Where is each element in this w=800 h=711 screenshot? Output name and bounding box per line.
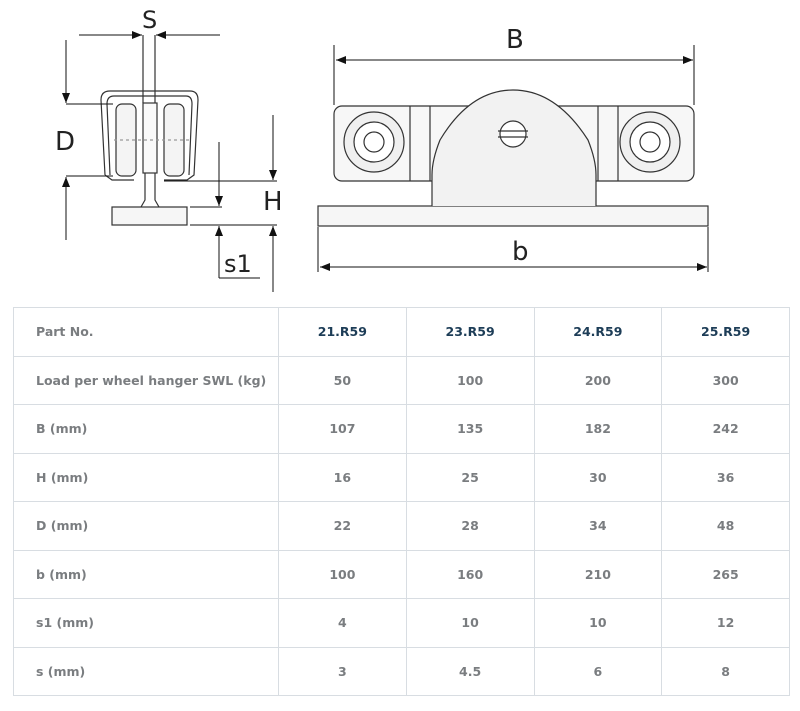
cell-value: 22: [278, 501, 407, 551]
cell-value: 50: [278, 355, 407, 405]
row-label: Part No.: [13, 307, 279, 357]
dim-label-b: b: [512, 237, 529, 267]
cell-value: 48: [661, 501, 790, 551]
cell-value: 135: [405, 404, 535, 454]
cell-value: 100: [278, 549, 407, 599]
cell-value: 30: [533, 452, 663, 502]
cell-value: 16: [278, 452, 407, 502]
dim-label-s: S: [142, 6, 157, 34]
cell-value: 25: [405, 452, 535, 502]
dim-label-B: B: [506, 25, 524, 55]
cell-value: 4: [278, 598, 407, 648]
specs-table: Part No. 21.R59 23.R59 24.R59 25.R59 Loa…: [13, 307, 790, 696]
cell-value: 8: [661, 646, 790, 696]
cell-value: 265: [661, 549, 790, 599]
cell-value: 10: [533, 598, 663, 648]
dim-label-H: H: [263, 187, 283, 217]
cell-value: 3: [278, 646, 407, 696]
part-number: 25.R59: [661, 307, 790, 357]
cell-value: 28: [405, 501, 535, 551]
part-number: 23.R59: [405, 307, 535, 357]
technical-drawing: S D H s1 B b: [55, 6, 709, 292]
cell-value: 36: [661, 452, 790, 502]
dimension-lines: [62, 31, 277, 292]
row-label: B (mm): [13, 404, 279, 454]
row-label: b (mm): [13, 549, 279, 599]
part-number: 21.R59: [278, 307, 407, 357]
cell-value: 6: [533, 646, 663, 696]
row-label: Load per wheel hanger SWL (kg): [13, 355, 279, 405]
row-label: H (mm): [13, 452, 279, 502]
part-number: 24.R59: [533, 307, 663, 357]
cell-value: 10: [405, 598, 535, 648]
cell-value: 160: [405, 549, 535, 599]
row-label: s (mm): [13, 646, 279, 696]
row-label: D (mm): [13, 501, 279, 551]
table-header-row: Part No. 21.R59 23.R59 24.R59 25.R59: [13, 307, 790, 357]
cell-value: 4.5: [405, 646, 535, 696]
cell-value: 100: [405, 355, 535, 405]
cell-value: 300: [661, 355, 790, 405]
dim-label-D: D: [55, 127, 75, 157]
cell-value: 107: [278, 404, 407, 454]
cell-value: 210: [533, 549, 663, 599]
cell-value: 242: [661, 404, 790, 454]
cell-value: 200: [533, 355, 663, 405]
cell-value: 182: [533, 404, 663, 454]
front-dimensions: [317, 45, 709, 272]
side-view: [100, 35, 199, 226]
row-label: s1 (mm): [13, 598, 279, 648]
cell-value: 34: [533, 501, 663, 551]
cell-value: 12: [661, 598, 790, 648]
dim-label-s1: s1: [224, 250, 252, 278]
front-view: [317, 89, 709, 227]
